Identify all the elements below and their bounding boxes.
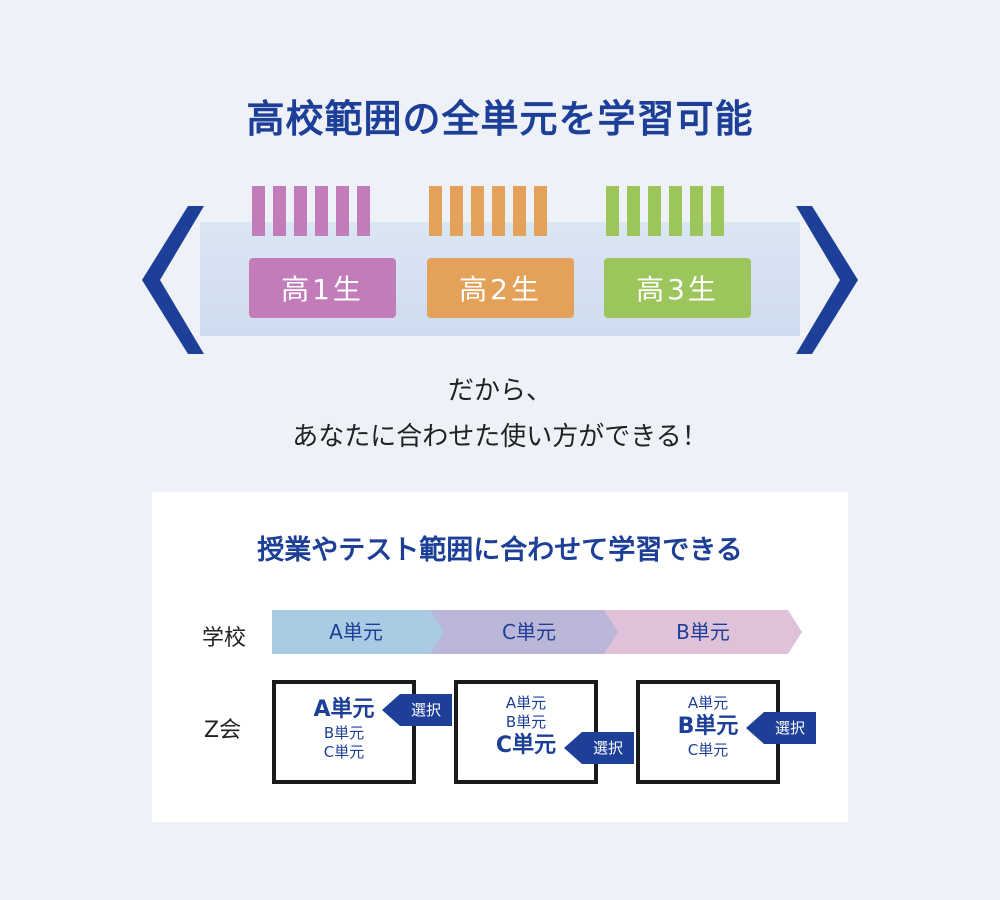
chevron-right-icon <box>796 206 858 354</box>
school-flow: A単元 C単元 B単元 <box>272 610 812 658</box>
example-panel: 授業やテスト範囲に合わせて学習できる 学校 Z会 A単元 C単元 B単元 A単元… <box>152 492 848 822</box>
unit-tick <box>513 186 526 236</box>
unit-tick <box>471 186 484 236</box>
flow-label-2: C単元 <box>502 620 556 644</box>
unit-tick <box>315 186 328 236</box>
card-unit-a: A単元 <box>505 694 547 712</box>
flow-label-3: B単元 <box>676 620 730 644</box>
select-arrow-icon <box>382 694 452 726</box>
select-tag-2: 選択 <box>564 732 634 764</box>
grade-box-2: 高2生 <box>427 258 574 318</box>
flow-label-1: A単元 <box>329 620 383 644</box>
headline: 高校範囲の全単元を学習可能 <box>246 97 754 141</box>
unit-tick <box>690 186 703 236</box>
select-label: 選択 <box>410 701 441 719</box>
unit-tick <box>294 186 307 236</box>
flow-arrow-3 <box>604 610 802 654</box>
select-label: 選択 <box>592 739 623 757</box>
unit-tick <box>711 186 724 236</box>
card-unit-a: A単元 <box>687 694 729 712</box>
unit-tick <box>606 186 619 236</box>
flow-arrow-1 <box>272 610 454 654</box>
zkai-label: Z会 <box>204 718 242 743</box>
grade-box-1: 高1生 <box>249 258 396 318</box>
select-label: 選択 <box>774 719 805 737</box>
tick-group-3 <box>606 186 724 236</box>
unit-tick <box>357 186 370 236</box>
card-unit-c: C単元 <box>323 743 365 761</box>
card-unit-c: C単元 <box>495 733 557 758</box>
school-label: 学校 <box>202 626 247 651</box>
unit-tick <box>627 186 640 236</box>
middle-line-2: あなたに合わせた使い方ができる！ <box>292 422 708 452</box>
card-unit-c: C単元 <box>687 741 729 759</box>
tick-group-2 <box>429 186 547 236</box>
unit-tick <box>336 186 349 236</box>
unit-tick <box>534 186 547 236</box>
unit-tick <box>492 186 505 236</box>
zkai-card-1: A単元 B単元 C単元 <box>272 680 416 784</box>
middle-text: だから、 あなたに合わせた使い方ができる！ <box>0 368 1000 460</box>
select-tag-3: 選択 <box>746 712 816 744</box>
flow-arrows <box>272 610 802 654</box>
unit-tick <box>273 186 286 236</box>
zkai-card-3: A単元 B単元 C単元 <box>636 680 780 784</box>
unit-tick <box>450 186 463 236</box>
panel-title: 授業やテスト範囲に合わせて学習できる <box>257 535 743 566</box>
card-unit-b: B単元 <box>323 724 365 742</box>
select-arrow-icon <box>564 732 634 764</box>
unit-tick <box>429 186 442 236</box>
chevron-left-icon <box>142 206 204 354</box>
tick-group-1 <box>252 186 370 236</box>
zkai-card-2: A単元 B単元 C単元 <box>454 680 598 784</box>
unit-tick <box>252 186 265 236</box>
select-arrow-icon <box>746 712 816 744</box>
unit-tick <box>648 186 661 236</box>
flow-arrow-2 <box>430 610 628 654</box>
card-unit-a: A単元 <box>313 697 375 722</box>
grade-box-3: 高3生 <box>604 258 751 318</box>
unit-tick <box>669 186 682 236</box>
card-unit-b: B単元 <box>677 714 739 739</box>
select-tag-1: 選択 <box>382 694 452 726</box>
card-unit-b: B単元 <box>505 713 547 731</box>
middle-line-1: だから、 <box>447 376 552 406</box>
